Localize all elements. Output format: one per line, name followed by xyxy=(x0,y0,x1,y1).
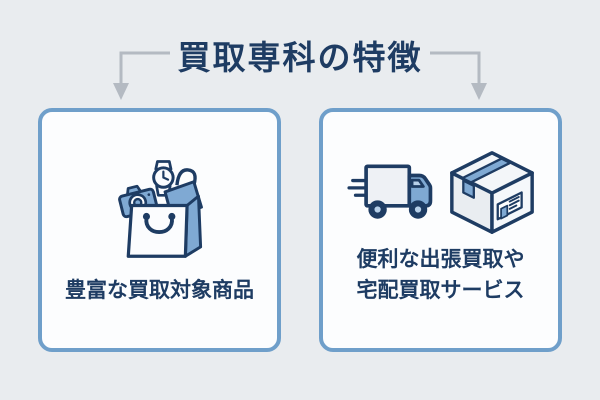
cardboard-box-icon xyxy=(449,150,534,234)
card-products: 豊富な買取対象商品 xyxy=(38,108,281,352)
card-services: 便利な出張買取や 宅配買取サービス xyxy=(319,108,562,352)
card-services-caption-line2: 宅配買取サービス xyxy=(356,279,525,302)
delivery-truck-icon xyxy=(346,163,432,219)
arrow-down-left-icon xyxy=(113,51,170,100)
card-services-icon-zone xyxy=(346,140,536,244)
card-services-caption: 便利な出張買取や 宅配買取サービス xyxy=(357,244,525,306)
arrow-down-right-icon xyxy=(430,51,487,100)
card-services-caption-line1: 便利な出張買取や xyxy=(356,248,525,271)
card-products-icon-zone xyxy=(116,140,204,275)
card-products-caption: 豊富な買取対象商品 xyxy=(65,279,254,302)
page-title: 買取専科の特徴 xyxy=(177,39,423,76)
shopping-bag-with-items-icon xyxy=(117,159,203,258)
